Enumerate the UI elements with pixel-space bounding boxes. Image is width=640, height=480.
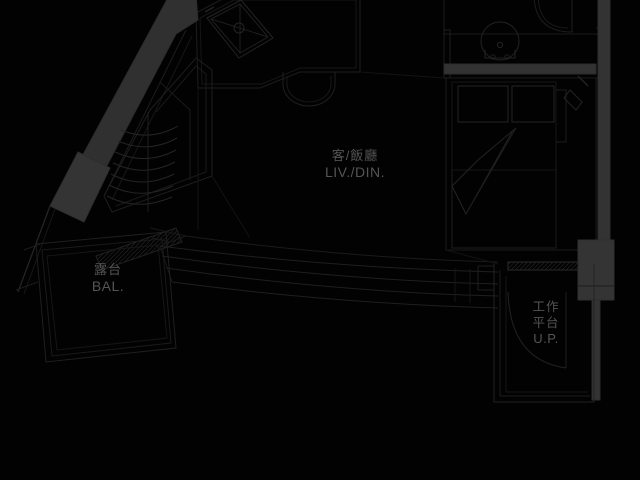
bedside-lamp — [563, 75, 589, 111]
staircase — [103, 57, 213, 213]
room-label-living-dining-en: LIV./DIN. — [324, 164, 385, 181]
right-exterior-wall — [596, 0, 611, 241]
bathtub-arc — [533, 0, 573, 33]
room-label-up-cn-line1: 工作 — [532, 300, 560, 314]
bed-duvet-fold — [451, 127, 517, 216]
room-label-balcony: 露台 BAL. — [58, 262, 158, 296]
bed-pillow-right — [511, 85, 555, 123]
room-label-balcony-en: BAL. — [91, 278, 125, 295]
room-label-living-dining: 客/飯廳 LIV./DIN. — [295, 148, 415, 182]
counter-basin — [282, 72, 336, 107]
bed-pillow-left — [457, 85, 509, 123]
room-label-up-cn-line2: 平台 — [532, 315, 560, 330]
construction-lines — [197, 71, 499, 265]
stair-threshold — [95, 227, 183, 271]
kitchen-sink — [204, 0, 274, 59]
curved-walkway — [159, 235, 499, 309]
bathroom-group — [443, 0, 601, 79]
up-door-swing — [507, 291, 567, 369]
room-label-utility-platform: 工作 平台 U.P. — [506, 300, 586, 348]
room-label-living-dining-cn: 客/飯廳 — [331, 148, 379, 163]
balcony-outline — [15, 231, 177, 363]
room-label-balcony-cn: 露台 — [93, 262, 122, 277]
left-wall-block — [17, 151, 111, 295]
double-bed — [451, 81, 567, 249]
utility-platform-group — [477, 261, 595, 403]
balcony-edge-lines — [149, 227, 187, 243]
up-sliding-door — [507, 261, 579, 271]
kitchen-counter-group — [195, 0, 361, 107]
wc-bowl — [480, 21, 520, 61]
room-label-up-en: U.P. — [533, 331, 559, 347]
kitchen-counter-outline — [195, 0, 361, 89]
bedroom-group — [445, 75, 597, 251]
